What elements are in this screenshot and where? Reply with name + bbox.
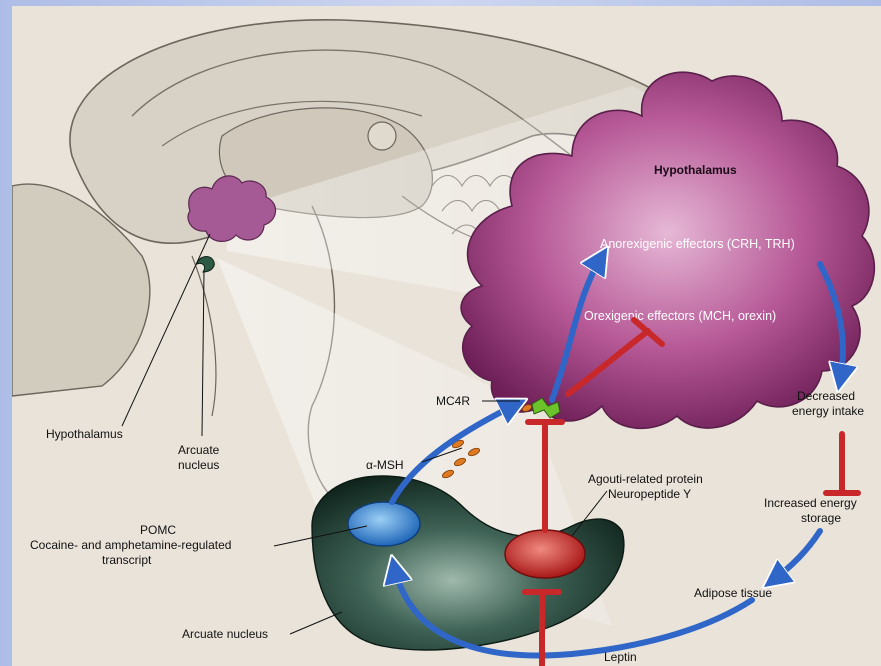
adipose-label: Adipose tissue	[694, 586, 772, 600]
diagram-svg: Hypothalamus Anorexigenic effectors (CRH…	[12, 6, 881, 666]
arrow-storage-to-adipose	[772, 531, 820, 581]
decreased-label-line2: energy intake	[792, 404, 864, 418]
agrp-label-line1: Agouti-related protein	[588, 472, 703, 486]
orexigenic-label: Orexigenic effectors (MCH, orexin)	[584, 309, 776, 323]
agrp-neuron	[505, 530, 585, 578]
alpha-msh-label: α-MSH	[366, 458, 404, 472]
leptin-label: Leptin	[604, 650, 637, 664]
pomc-label-line1: POMC	[140, 523, 176, 537]
hypothalamus-title: Hypothalamus	[654, 163, 737, 177]
increased-label-line2: storage	[801, 511, 841, 525]
pomc-neuron	[348, 502, 420, 546]
agrp-label-line2: Neuropeptide Y	[608, 487, 691, 501]
pomc-label-line2: Cocaine- and amphetamine-regulated	[30, 538, 231, 552]
diagram-canvas: Hypothalamus Anorexigenic effectors (CRH…	[12, 6, 881, 666]
arcuate-label-line2: nucleus	[178, 458, 219, 472]
anorexigenic-label: Anorexigenic effectors (CRH, TRH)	[600, 237, 795, 251]
arcuate-nucleus-label: Arcuate nucleus	[182, 627, 268, 641]
mc4r-label: MC4R	[436, 394, 470, 408]
increased-label-line1: Increased energy	[764, 496, 857, 510]
arcuate-small-icon	[197, 257, 214, 272]
pomc-label-line3: transcript	[102, 553, 152, 567]
arcuate-label-line1: Arcuate	[178, 443, 220, 457]
decreased-label-line1: Decreased	[797, 389, 855, 403]
hypothalamus-label: Hypothalamus	[46, 427, 123, 441]
